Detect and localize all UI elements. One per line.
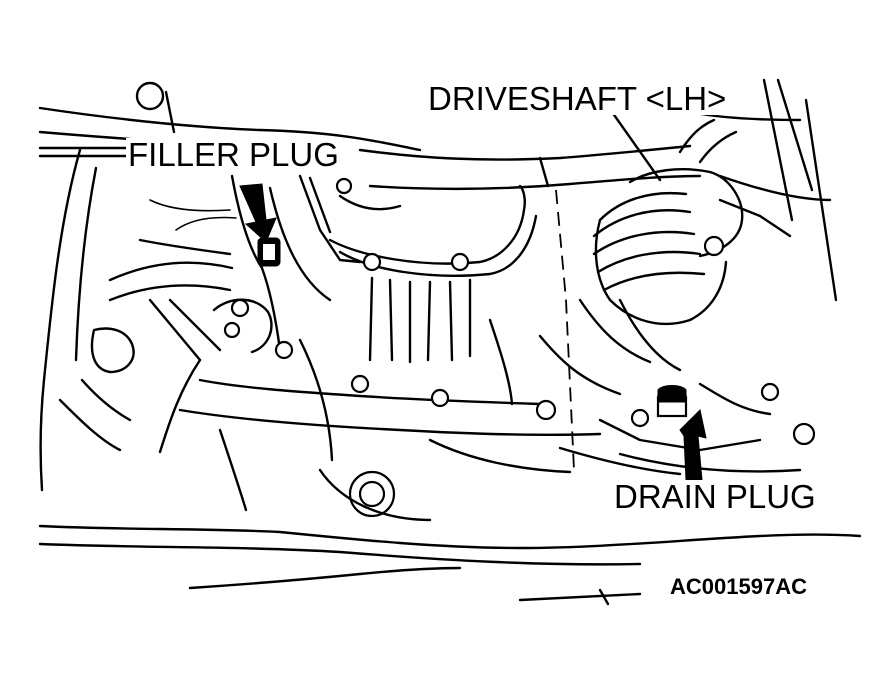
driveshaft-label: DRIVESHAFT <LH> xyxy=(426,80,729,117)
driveshaft-boot xyxy=(592,118,792,372)
figure-code: AC001597AC xyxy=(670,574,807,599)
filler-plug xyxy=(257,237,281,267)
drain-plug-label: DRAIN PLUG xyxy=(612,478,818,515)
filler-arrow-icon xyxy=(239,183,277,243)
drain-plug xyxy=(656,385,688,418)
drain-arrow-icon xyxy=(679,408,707,481)
transaxle-case xyxy=(158,174,816,522)
centerline xyxy=(555,189,575,471)
left-frame xyxy=(39,148,237,492)
lower-lines xyxy=(38,524,862,606)
leader-lines xyxy=(610,110,662,182)
filler-plug-label: FILLER PLUG xyxy=(126,136,341,173)
